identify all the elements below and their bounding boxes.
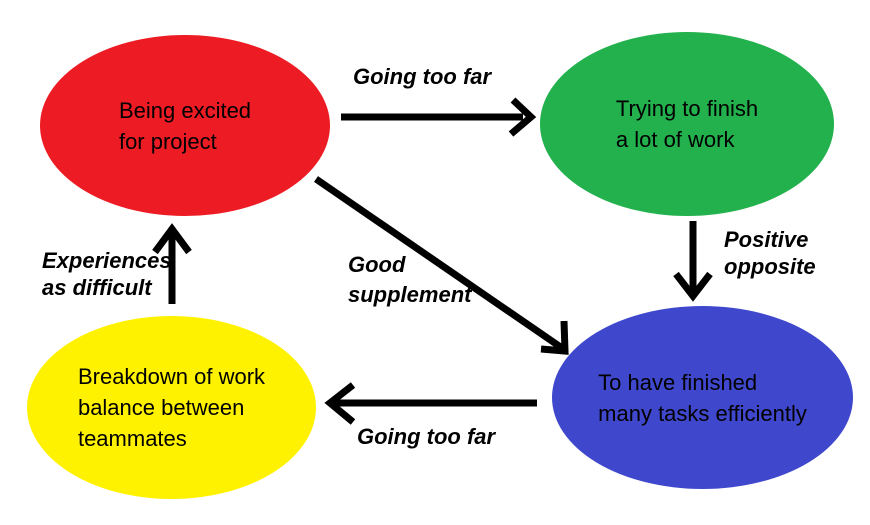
node-trying-to-finish: Trying to finish a lot of work [540,32,834,216]
arrow-trying-to-finished [673,221,713,302]
edge-label-going-too-far-bottom: Going too far [357,424,496,449]
arrow-excited-to-trying [341,97,537,137]
arrow-breakdown-to-excited [152,223,192,304]
arrow-finished-to-breakdown [324,382,537,425]
node-being-excited: Being excited for project [40,35,330,216]
node-finished-many-tasks-label: To have finished many tasks efficiently [598,369,807,426]
node-breakdown-of-work-label: Breakdown of work balance between teamma… [77,364,266,451]
node-breakdown-of-work: Breakdown of work balance between teamma… [27,316,316,499]
arrow-excited-to-finished [314,176,569,355]
edge-label-going-too-far-top: Going too far [353,64,492,89]
node-trying-to-finish-label: Trying to finish a lot of work [615,96,759,152]
edge-label-good-supplement: Good supplement [348,252,472,307]
edge-label-positive-opposite: Positive opposite [724,227,816,279]
node-being-excited-label: Being excited for project [118,97,252,154]
node-finished-many-tasks: To have finished many tasks efficiently [552,306,853,489]
edge-label-experiences-as-difficult: Experiences as difficult [42,248,172,300]
